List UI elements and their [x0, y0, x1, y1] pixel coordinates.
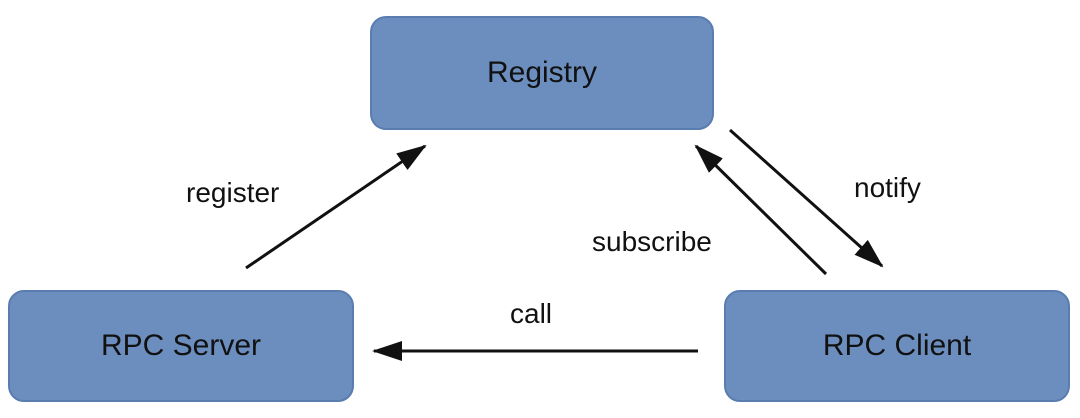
- rpc-server-label: RPC Server: [100, 329, 262, 362]
- notify-arrow: [728, 128, 884, 268]
- subscribe-arrow: [694, 144, 828, 276]
- notify-label: notify: [854, 172, 921, 203]
- register-label: register: [186, 177, 280, 208]
- registry-label: Registry: [486, 56, 598, 89]
- register-arrow: [245, 144, 427, 270]
- subscribe-label: subscribe: [592, 226, 712, 257]
- call-label: call: [510, 298, 553, 329]
- rpc-server-node: RPC Server: [8, 290, 354, 402]
- registry-node: Registry: [370, 16, 714, 130]
- rpc-client-label: RPC Client: [822, 329, 972, 362]
- rpc-client-node: RPC Client: [724, 290, 1070, 402]
